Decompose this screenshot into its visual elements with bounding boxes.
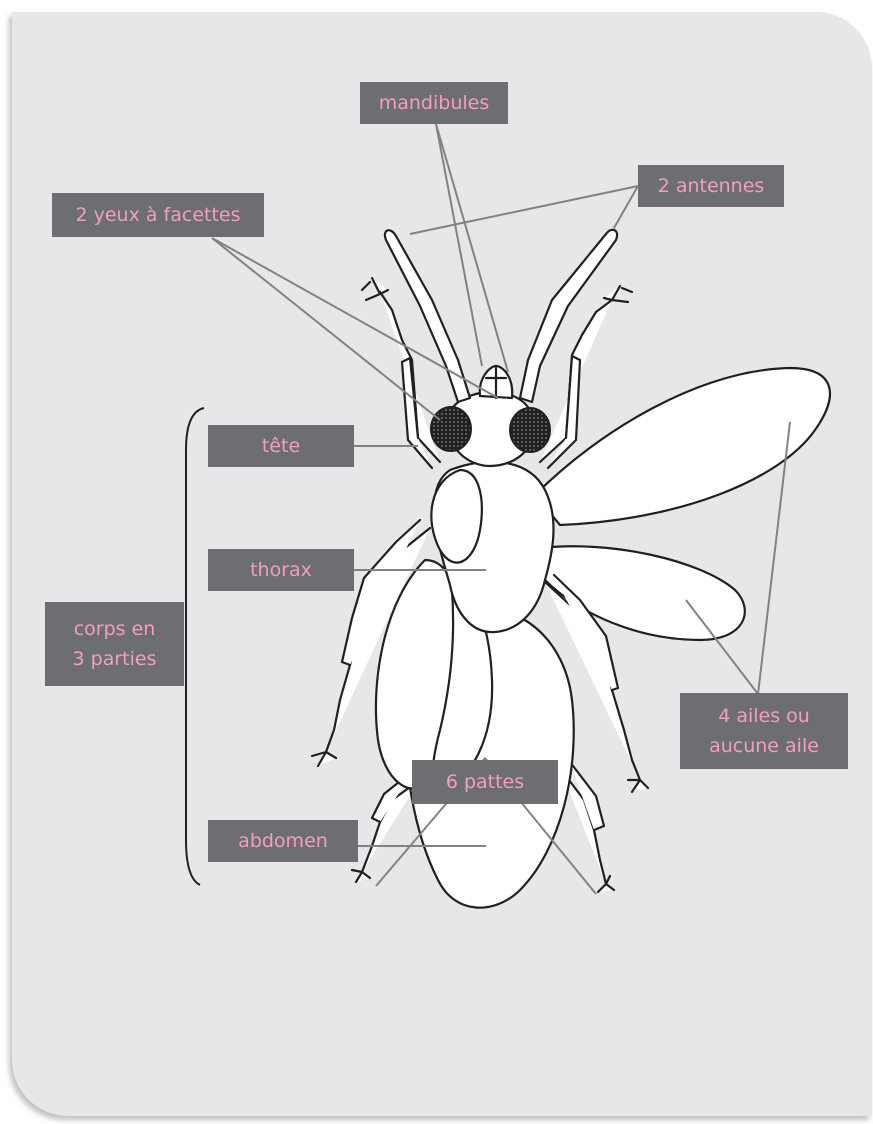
label-thorax: thorax [208, 549, 354, 591]
right-compound-eye [510, 408, 550, 452]
label-abdomen: abdomen [208, 820, 358, 862]
label-tete: tête [208, 425, 354, 467]
body-bracket [186, 408, 204, 885]
label-antennes: 2 antennes [638, 165, 784, 207]
left-compound-eye [431, 407, 471, 451]
label-yeux-a-facettes: 2 yeux à facettes [52, 193, 264, 237]
label-pattes: 6 pattes [412, 760, 558, 804]
label-mandibules: mandibules [360, 82, 508, 124]
insect-illustration [312, 230, 830, 908]
label-ailes: 4 ailes ou aucune aile [680, 693, 848, 769]
label-corps-en-3-parties: corps en 3 parties [45, 602, 184, 686]
